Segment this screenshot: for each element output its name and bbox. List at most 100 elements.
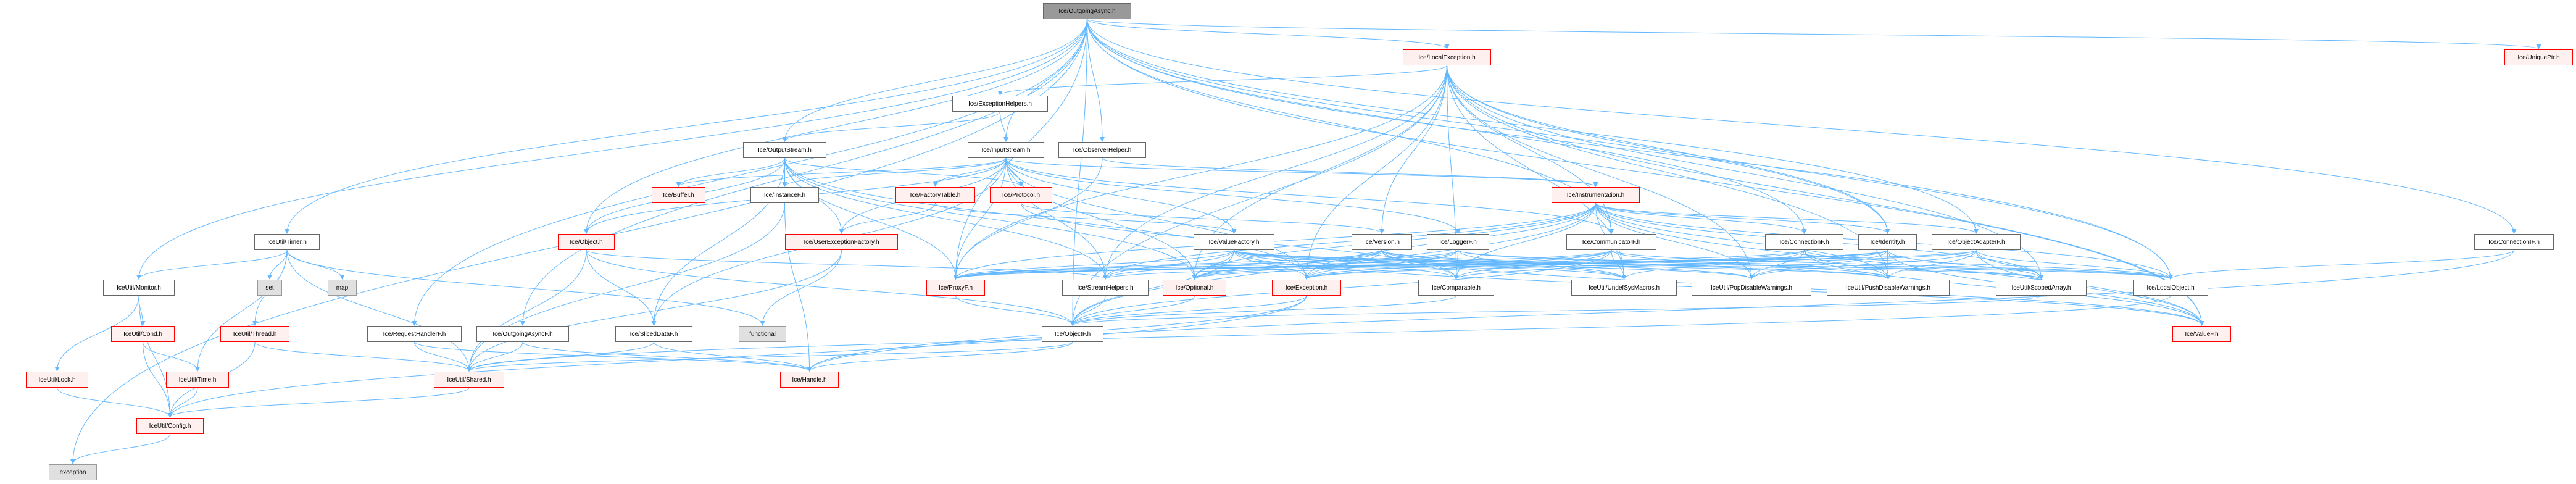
graph-node-instancef[interactable]: Ice/InstanceF.h <box>750 187 819 203</box>
edge-userexcfactory-to-functional <box>760 249 842 326</box>
graph-node-outgoingasyncf[interactable]: Ice/OutgoingAsyncF.h <box>476 326 569 342</box>
edge-object-to-streamhelpers <box>586 249 1108 280</box>
graph-node-object[interactable]: Ice/Object.h <box>558 234 615 250</box>
graph-node-shared[interactable]: IceUtil/Shared.h <box>434 372 504 388</box>
edge-localexc-to-objectf <box>1070 65 1447 326</box>
edge-userexcfactory-to-shared <box>467 249 842 372</box>
graph-node-instream[interactable]: Ice/InputStream.h <box>968 142 1044 158</box>
graph-node-functional[interactable]: functional <box>739 326 786 342</box>
edge-identity-to-optional <box>1192 249 1888 280</box>
graph-node-cond[interactable]: IceUtil/Cond.h <box>111 326 175 342</box>
edge-instream-to-optional <box>1005 157 1197 280</box>
graph-node-identity[interactable]: Ice/Identity.h <box>1858 234 1917 250</box>
graph-node-handle[interactable]: Ice/Handle.h <box>780 372 839 388</box>
graph-node-outstream[interactable]: Ice/OutputStream.h <box>743 142 826 158</box>
graph-node-streamhelpers[interactable]: Ice/StreamHelpers.h <box>1062 280 1149 296</box>
graph-node-timer[interactable]: IceUtil/Timer.h <box>254 234 320 250</box>
edge-root-to-observer <box>1087 19 1105 142</box>
graph-node-root[interactable]: Ice/OutgoingAsync.h <box>1043 3 1131 19</box>
edge-root-to-uniqueptr <box>1087 19 2541 49</box>
graph-node-exception[interactable]: exception <box>49 464 97 480</box>
graph-node-proxyf[interactable]: Ice/ProxyF.h <box>926 280 985 296</box>
graph-node-sliceddataf[interactable]: Ice/SlicedDataF.h <box>615 326 692 342</box>
edge-timer-to-functional <box>286 249 765 326</box>
graph-node-exchelpers[interactable]: Ice/ExceptionHelpers.h <box>952 96 1048 112</box>
edge-outgoingasyncf-to-handle <box>522 341 812 372</box>
graph-node-exception_h[interactable]: Ice/Exception.h <box>1272 280 1341 296</box>
edge-root-to-communicatorf <box>1087 19 1614 234</box>
graph-node-comparable[interactable]: Ice/Comparable.h <box>1418 280 1494 296</box>
graph-node-undef[interactable]: IceUtil/UndefSysMacros.h <box>1571 280 1677 296</box>
edge-requesthandlerf-to-handle <box>414 341 812 372</box>
graph-node-userexcfactory[interactable]: Ice/UserExceptionFactory.h <box>785 234 898 250</box>
graph-node-lock[interactable]: IceUtil/Lock.h <box>26 372 88 388</box>
graph-node-localexc[interactable]: Ice/LocalException.h <box>1403 49 1491 65</box>
edge-instream-to-factorytable <box>933 157 1007 187</box>
edge-localexc-to-proxyf <box>953 65 1447 280</box>
graph-node-loggerf[interactable]: Ice/LoggerF.h <box>1427 234 1489 250</box>
graph-node-scopedarray[interactable]: IceUtil/ScopedArray.h <box>1996 280 2087 296</box>
graph-node-observer[interactable]: Ice/ObserverHelper.h <box>1058 142 1146 158</box>
graph-node-thread[interactable]: IceUtil/Thread.h <box>220 326 289 342</box>
edge-observer-to-instrumentation <box>1102 157 1598 187</box>
edge-instream-to-communicatorf <box>1005 157 1614 234</box>
graph-node-config[interactable]: IceUtil/Config.h <box>136 418 204 434</box>
edge-exchelpers-to-outstream <box>782 111 1000 142</box>
edge-outstream-to-optional <box>784 157 1197 280</box>
edge-timer-to-monitor <box>136 249 288 280</box>
graph-node-monitor[interactable]: IceUtil/Monitor.h <box>103 280 175 296</box>
edge-comparable-to-objectf <box>1070 295 1456 326</box>
edge-instream-to-streamhelpers <box>1005 157 1108 280</box>
graph-node-popdisable[interactable]: IceUtil/PopDisableWarnings.h <box>1692 280 1811 296</box>
edge-root-to-connectionif <box>1087 19 2517 234</box>
graph-node-connectionif[interactable]: Ice/ConnectionIF.h <box>2474 234 2554 250</box>
graph-node-version[interactable]: Ice/Version.h <box>1352 234 1412 250</box>
edge-root-to-localobject <box>1087 19 2173 280</box>
edge-loggerf-to-optional <box>1192 249 1458 280</box>
edge-objectadapterf-to-popdisable <box>1749 249 1977 280</box>
edge-timer-to-shared <box>286 249 472 372</box>
graph-node-set[interactable]: set <box>257 280 282 296</box>
graph-node-objectf[interactable]: Ice/ObjectF.h <box>1042 326 1103 342</box>
edge-observer-to-proxyf <box>953 157 1103 280</box>
graph-node-factorytable[interactable]: Ice/FactoryTable.h <box>895 187 975 203</box>
edge-localexc-to-streamhelpers <box>1103 65 1447 280</box>
graph-node-protocol[interactable]: Ice/Protocol.h <box>990 187 1052 203</box>
edge-objectf-to-shared <box>467 341 1073 372</box>
graph-node-communicatorf[interactable]: Ice/CommunicatorF.h <box>1566 234 1656 250</box>
graph-node-time[interactable]: IceUtil/Time.h <box>166 372 229 388</box>
edge-instrumentation-to-pushdisable <box>1595 202 1891 280</box>
graph-node-connectionf[interactable]: Ice/ConnectionF.h <box>1765 234 1843 250</box>
edge-lock-to-config <box>57 387 173 418</box>
edge-valuefactory-to-localobject <box>1234 249 2173 280</box>
edge-outstream-to-exception_h <box>784 157 1309 280</box>
edge-instream-to-instrumentation <box>1005 157 1598 187</box>
edge-objectadapterf-to-pushdisable <box>1885 249 1977 280</box>
edge-identity-to-scopedarray <box>1887 249 2044 280</box>
graph-node-pushdisable[interactable]: IceUtil/PushDisableWarnings.h <box>1827 280 1950 296</box>
edge-proxyf-to-objectf <box>955 295 1075 326</box>
graph-node-valuef[interactable]: Ice/ValueF.h <box>2172 326 2231 342</box>
graph-node-localobject[interactable]: Ice/LocalObject.h <box>2133 280 2208 296</box>
edge-localexc-to-popdisable <box>1447 65 1754 280</box>
graph-node-uniqueptr[interactable]: Ice/UniquePtr.h <box>2504 49 2573 65</box>
edge-root-to-localexc <box>1087 19 1450 49</box>
edge-connectionif-to-localobject <box>2168 249 2514 280</box>
edge-communicatorf-to-proxyf <box>953 249 1612 280</box>
graph-node-map[interactable]: map <box>328 280 357 296</box>
graph-node-objectadapterf[interactable]: Ice/ObjectAdapterF.h <box>1932 234 2021 250</box>
graph-node-buffer[interactable]: Ice/Buffer.h <box>652 187 705 203</box>
edge-monitor-to-config <box>138 295 173 418</box>
edge-factorytable-to-valuefactory <box>935 202 1237 234</box>
edge-instrumentation-to-popdisable <box>1595 202 1754 280</box>
graph-node-requesthandlerf[interactable]: Ice/RequestHandlerF.h <box>367 326 462 342</box>
edge-localobject-to-shared <box>467 295 2171 372</box>
graph-node-instrumentation[interactable]: Ice/Instrumentation.h <box>1552 187 1640 203</box>
graph-node-optional[interactable]: Ice/Optional.h <box>1163 280 1226 296</box>
edge-version-to-popdisable <box>1381 249 1754 280</box>
graph-node-valuefactory[interactable]: Ice/ValueFactory.h <box>1194 234 1274 250</box>
edge-instancef-to-handle <box>784 202 812 372</box>
edge-objectadapterf-to-valuef <box>1976 249 2204 326</box>
